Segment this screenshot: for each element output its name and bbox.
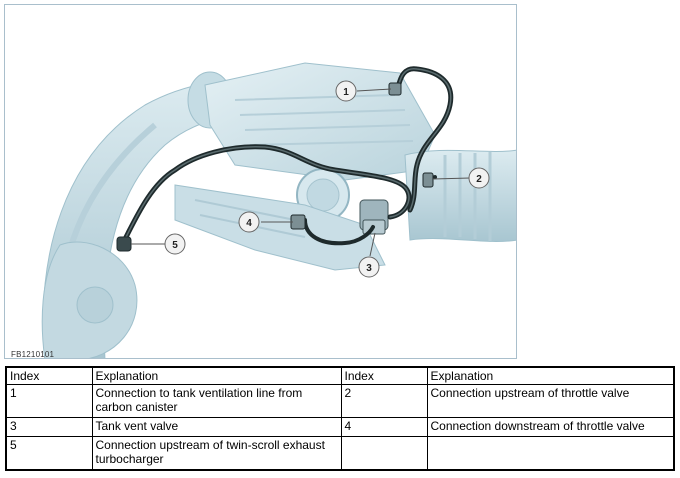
callout-4 [238,211,260,233]
table-row: 5 Connection upstream of twin-scroll exh… [5,435,675,471]
explanation-cell: Connection to tank ventilation line from… [91,384,342,419]
table-row: 1 Connection to tank ventilation line fr… [5,384,675,419]
callout-2 [468,167,490,189]
index-cell: 2 [340,384,428,419]
callout-1 [335,80,357,102]
explanation-cell: Connection upstream of throttle valve [426,384,675,419]
header-index-2: Index [340,366,428,386]
index-cell: 1 [5,384,93,419]
engine-illustration: 1 2 3 4 5 [41,62,516,358]
explanation-cell: Connection downstream of throttle valve [426,417,675,437]
explanation-cell: Tank vent valve [91,417,342,437]
callout-label-4: 4 [246,218,252,229]
explanation-cell: Connection upstream of twin-scroll exhau… [91,435,342,471]
duct-ribs [443,152,492,241]
callout-label-2: 2 [476,174,482,185]
header-explanation-2: Explanation [426,366,675,386]
cover-ridges [234,94,414,146]
vent-hose [120,66,454,246]
callout-label-1: 1 [343,87,349,98]
lower-manifold [174,184,386,271]
callout-label-3: 3 [366,263,372,274]
figure-frame: 1 2 3 4 5 FB1210101 [4,4,517,359]
index-cell: 3 [5,417,93,437]
connector-2 [422,172,434,188]
index-cell: 4 [340,417,428,437]
legend-table: Index Explanation Index Explanation 1 Co… [5,366,675,471]
table-row: 3 Tank vent valve 4 Connection downstrea… [5,417,675,437]
explanation-cell [426,435,675,471]
index-cell: 5 [5,435,93,471]
callouts [164,80,490,278]
connector-4 [290,214,306,230]
index-cell [340,435,428,471]
header-index-1: Index [5,366,93,386]
leader-lines [131,88,471,257]
header-explanation-1: Explanation [91,366,342,386]
callout-label-5: 5 [172,240,178,251]
callout-3 [358,256,380,278]
callout-5 [164,233,186,255]
figure-code: FB1210101 [11,350,55,359]
connector-5 [116,236,132,252]
table-header-row: Index Explanation Index Explanation [5,366,675,386]
